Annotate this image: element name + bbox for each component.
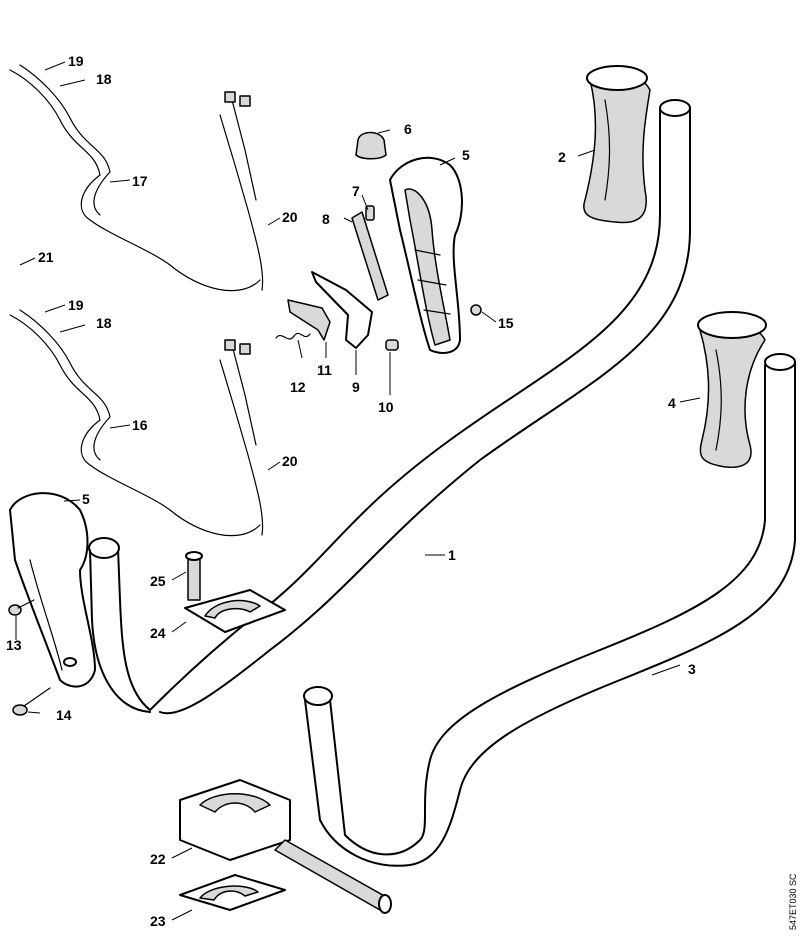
callout-4: 4 xyxy=(668,395,676,411)
callout-25: 25 xyxy=(150,573,166,589)
clamp-24 xyxy=(184,589,286,633)
callout-5-right: 5 xyxy=(462,147,470,163)
grip-4 xyxy=(697,311,767,468)
callout-7: 7 xyxy=(352,183,360,199)
trigger-9 xyxy=(311,271,373,349)
wiring-harness-17 xyxy=(9,64,264,292)
callout-20-lower: 20 xyxy=(282,453,298,469)
handlebar-tube-3 xyxy=(303,353,796,867)
interlock-11 xyxy=(287,299,331,341)
callout-15: 15 xyxy=(498,315,514,331)
clamp-block-22 xyxy=(179,779,291,861)
callout-23: 23 xyxy=(150,913,166,929)
clamp-plate-23 xyxy=(179,874,286,911)
callout-17: 17 xyxy=(132,173,148,189)
callout-8: 8 xyxy=(322,211,330,227)
wiring-harness-16 xyxy=(9,309,264,537)
callout-13: 13 xyxy=(6,637,22,653)
lever-8 xyxy=(351,211,389,301)
trigger-assembly xyxy=(275,205,482,351)
callout-9: 9 xyxy=(352,379,360,395)
callout-11: 11 xyxy=(317,362,332,378)
callout-22: 22 xyxy=(150,851,166,867)
figure-code: 547ET030 SC xyxy=(788,873,798,930)
callout-leaders xyxy=(15,61,701,921)
control-housing-5-left xyxy=(9,492,96,688)
callout-16: 16 xyxy=(132,417,148,433)
callout-10: 10 xyxy=(378,399,394,415)
screw-13 xyxy=(8,599,35,616)
grip-2 xyxy=(583,65,651,224)
callout-5-left: 5 xyxy=(82,491,90,507)
screw-25 xyxy=(185,551,203,601)
nut-15 xyxy=(470,304,482,316)
handlebar-tube-1 xyxy=(88,99,691,715)
callout-21: 21 xyxy=(38,249,54,265)
shaft-tube xyxy=(274,839,392,914)
callout-12: 12 xyxy=(290,379,306,395)
knob-6 xyxy=(355,131,387,160)
callout-24: 24 xyxy=(150,625,166,641)
spring-12 xyxy=(275,332,311,340)
callout-labels: 1 2 3 4 5 5 6 7 8 9 10 11 12 13 14 15 16… xyxy=(6,53,696,929)
callout-2: 2 xyxy=(558,149,566,165)
screw-14 xyxy=(12,687,51,716)
callout-19-upper: 19 xyxy=(68,53,84,69)
control-housing-5-right xyxy=(389,156,463,354)
callout-14: 14 xyxy=(56,707,72,723)
callout-20-upper: 20 xyxy=(282,209,298,225)
pin-10 xyxy=(385,339,399,351)
callout-6: 6 xyxy=(404,121,412,137)
callout-18-upper: 18 xyxy=(96,71,112,87)
callout-1: 1 xyxy=(448,547,456,563)
callout-19-lower: 19 xyxy=(68,297,84,313)
callout-18-lower: 18 xyxy=(96,315,112,331)
callout-3: 3 xyxy=(688,661,696,677)
